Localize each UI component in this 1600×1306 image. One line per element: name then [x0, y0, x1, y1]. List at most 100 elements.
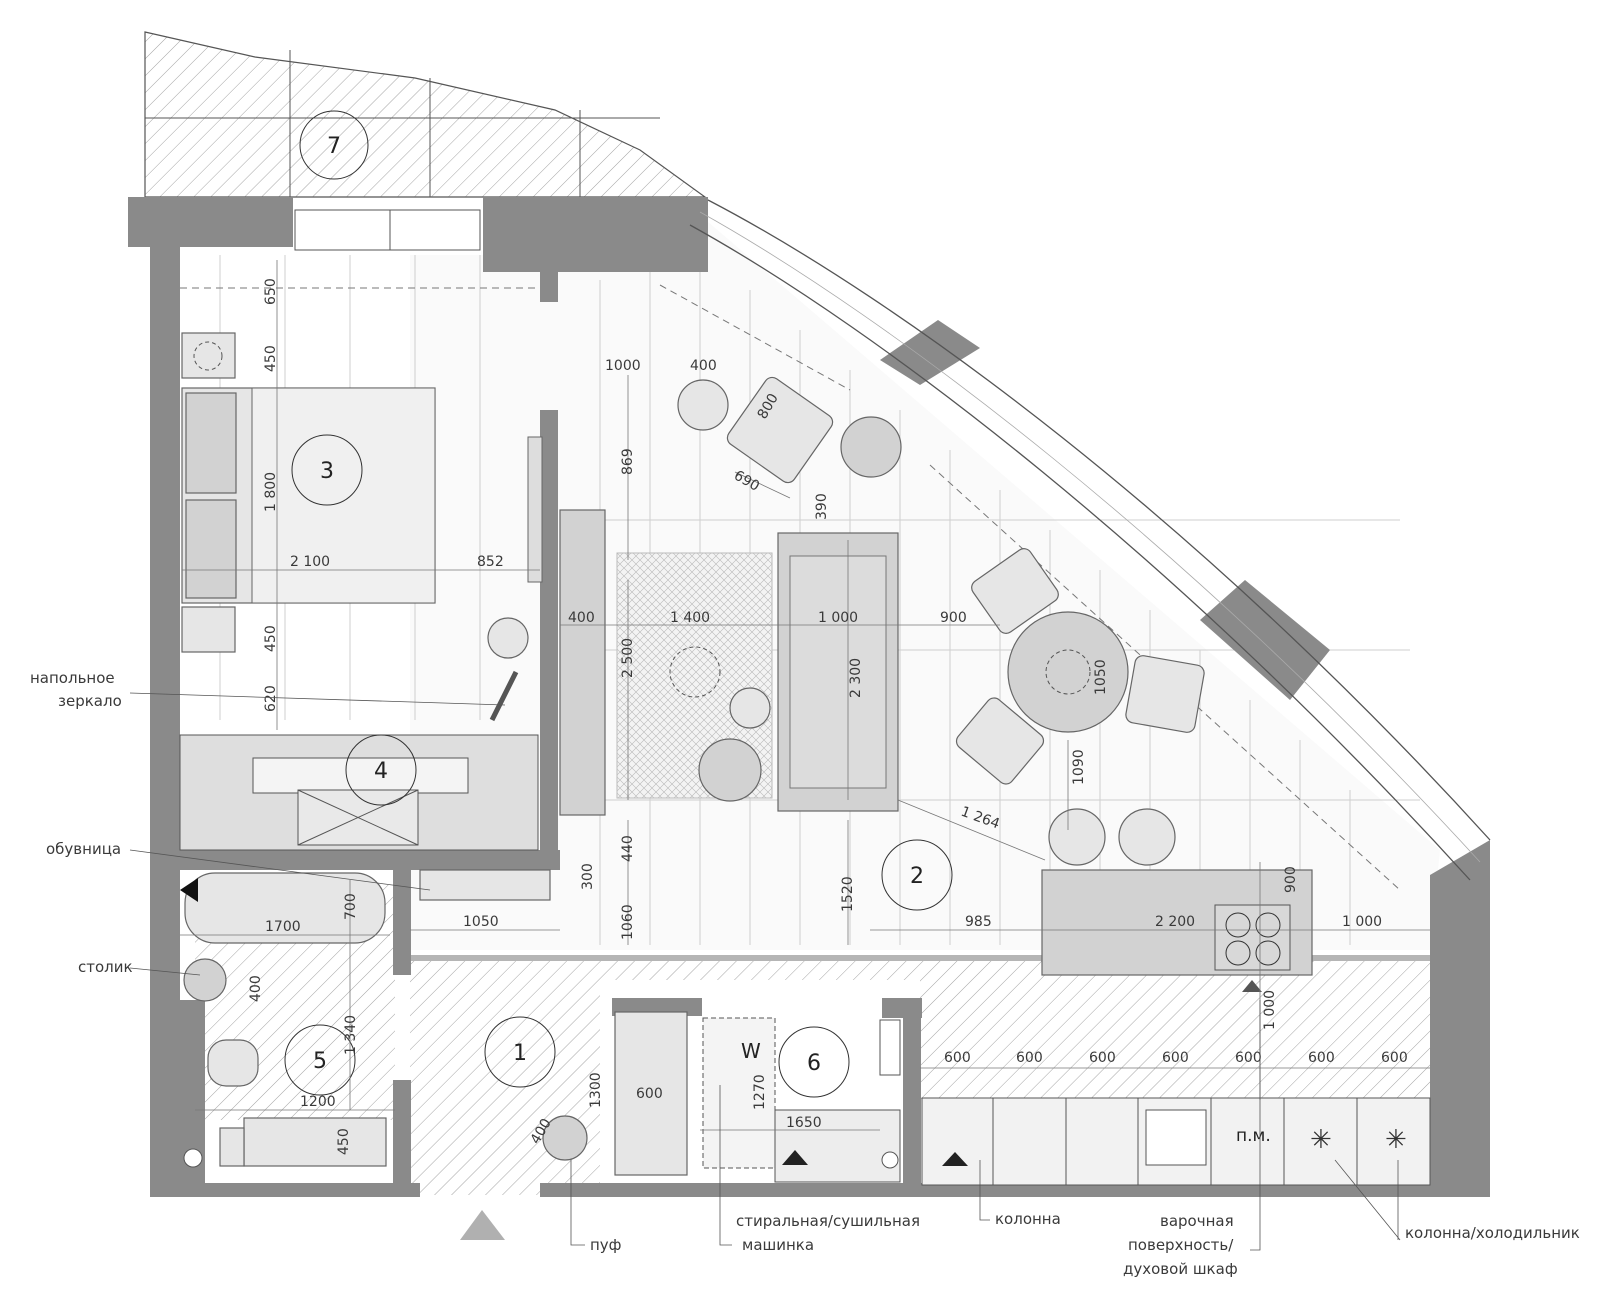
bar-stool [1048, 808, 1106, 866]
balcony [144, 31, 707, 198]
walls [128, 197, 1490, 1197]
window-wall [294, 199, 1491, 881]
dim-440: 440 [620, 835, 636, 862]
dining-chair [955, 697, 1045, 785]
room-number: 2 [910, 864, 924, 889]
fridge-symbol: ✳ [1385, 1125, 1407, 1155]
dining-chair [971, 548, 1059, 634]
dim-1060: 1060 [620, 904, 636, 940]
label-hob: духовой шкаф [1123, 1260, 1238, 1278]
label-side-table: столик [78, 958, 133, 976]
dim-1650: 1650 [786, 1115, 822, 1131]
shoe-cabinet [419, 869, 551, 901]
dim-1000: 1 000 [818, 610, 858, 626]
hall [180, 878, 588, 1240]
coffee-table [698, 738, 762, 802]
dim-1800: 1 800 [263, 472, 279, 512]
dim-700: 700 [343, 893, 359, 920]
tv-stand [559, 509, 606, 816]
dim-1050: 1050 [463, 914, 499, 930]
bedroom [181, 332, 543, 722]
wardrobe-room [179, 734, 539, 851]
fridge-symbol: ✳ [1310, 1125, 1332, 1155]
armchair-table [677, 379, 729, 431]
dim-1000: 1 000 [1342, 914, 1382, 930]
dim-600: 600 [1381, 1050, 1408, 1066]
armchair [726, 376, 834, 484]
dim-400: 400 [568, 610, 595, 626]
toilet [207, 1039, 259, 1087]
living-room [559, 376, 902, 816]
dim-2200: 2 200 [1155, 914, 1195, 930]
side-table [183, 958, 227, 1002]
dim-300: 300 [580, 863, 596, 890]
bathroom [183, 872, 387, 1168]
label-pouf: пуф [590, 1236, 622, 1254]
dim-600: 600 [944, 1050, 971, 1066]
laundry [614, 1011, 901, 1183]
dim-900: 900 [940, 610, 967, 626]
dim-620: 620 [263, 685, 279, 712]
label-washer: стиральная/сушильная [736, 1212, 920, 1230]
dining [955, 548, 1205, 785]
dim-1300: 1300 [588, 1072, 604, 1108]
dim-450: 450 [336, 1128, 352, 1155]
label-floor-mirror: зеркало [58, 692, 122, 710]
dim-600: 600 [1089, 1050, 1116, 1066]
dim-400: 400 [248, 975, 264, 1002]
room-number: 4 [374, 759, 388, 784]
room-number: 7 [327, 134, 341, 159]
label-column-fridge: колонна/холодильник [1405, 1224, 1580, 1242]
dim-450: 450 [263, 625, 279, 652]
kitchen-cabinets [921, 1097, 1431, 1186]
dim-900: 900 [1283, 866, 1299, 893]
dim-1000: 1 000 [1262, 990, 1278, 1030]
dim-2500: 2 500 [620, 638, 636, 678]
ottoman [840, 416, 902, 478]
dim-2100: 2 100 [290, 554, 330, 570]
kitchen-island [1041, 808, 1313, 992]
dim-600: 600 [1016, 1050, 1043, 1066]
room-number: 1 [513, 1041, 527, 1066]
pouf [542, 1115, 588, 1161]
bar-stool [1118, 808, 1176, 866]
dim-1520: 1520 [840, 876, 856, 912]
label-washer: машинка [742, 1236, 814, 1254]
dining-table [1007, 611, 1129, 733]
floor-mirror-stand [487, 617, 529, 659]
label-floor-mirror: напольное [30, 669, 115, 687]
dim-1400: 1 400 [670, 610, 710, 626]
dim-869: 869 [620, 448, 636, 475]
dim-852: 852 [477, 554, 504, 570]
annotations: напольное зеркало обувница столик пуф ст… [30, 669, 1580, 1278]
dim-600: 600 [1308, 1050, 1335, 1066]
room-markers: 7 3 4 2 1 5 6 [284, 110, 953, 1098]
dim-985: 985 [965, 914, 992, 930]
dim-1700: 1700 [265, 919, 301, 935]
room-number: 6 [807, 1051, 821, 1076]
label-shoe-cabinet: обувница [46, 840, 121, 858]
room-number: 5 [313, 1049, 327, 1074]
dim-600: 600 [636, 1086, 663, 1102]
dim-400: 400 [690, 358, 717, 374]
dim-1200: 1200 [300, 1094, 336, 1110]
dining-chair [1125, 655, 1205, 733]
side-table-small [729, 687, 771, 729]
sink-cabinet [243, 1117, 387, 1167]
dishwasher-label: п.м. [1236, 1126, 1271, 1146]
washing-machine [702, 1017, 776, 1169]
label-hob: поверхность/ [1128, 1236, 1234, 1254]
room-number: 3 [320, 459, 334, 484]
dim-2300: 2 300 [848, 658, 864, 698]
dim-600: 600 [1162, 1050, 1189, 1066]
washer-symbol: W [741, 1039, 761, 1063]
dim-1340: 1 340 [343, 1015, 359, 1055]
dim-390: 390 [814, 493, 830, 520]
bathtub [184, 872, 386, 944]
label-hob: варочная [1160, 1212, 1234, 1230]
leader-lines [129, 692, 1401, 1251]
dim-650: 650 [263, 278, 279, 305]
label-column: колонна [995, 1210, 1061, 1228]
dim-1000: 1000 [605, 358, 641, 374]
